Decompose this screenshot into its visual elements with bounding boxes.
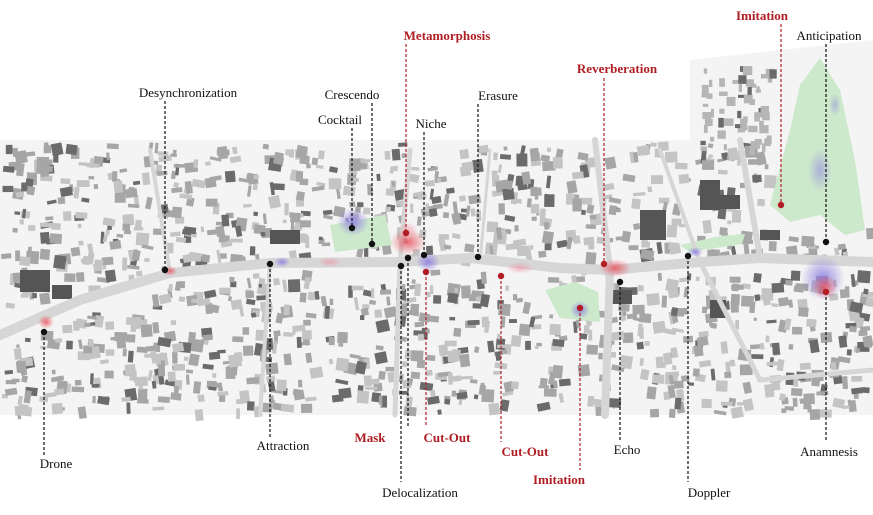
marker-mask xyxy=(404,254,412,262)
label-anticipation: Anticipation xyxy=(797,28,862,43)
marker-cut-out-1 xyxy=(422,268,430,276)
marker-attraction xyxy=(266,260,274,268)
marker-imitation-bottom xyxy=(576,304,584,312)
marker-echo xyxy=(616,278,624,286)
label-doppler: Doppler xyxy=(688,485,731,500)
label-erasure: Erasure xyxy=(478,88,518,103)
label-metamorphosis: Metamorphosis xyxy=(404,28,491,43)
label-drone: Drone xyxy=(40,456,73,471)
label-imitation-bottom: Imitation xyxy=(533,472,586,487)
marker-niche xyxy=(420,251,428,259)
label-anamnesis: Anamnesis xyxy=(800,444,858,459)
labels: Imitation Anticipation Metamorphosis Rev… xyxy=(40,8,862,500)
label-echo: Echo xyxy=(614,442,641,457)
label-mask: Mask xyxy=(354,430,386,445)
leader-lines xyxy=(43,24,827,482)
marker-erasure xyxy=(474,253,482,261)
label-cut-out-2: Cut-Out xyxy=(502,444,550,459)
marker-doppler xyxy=(684,252,692,260)
marker-desynchronization xyxy=(161,266,169,274)
label-attraction: Attraction xyxy=(257,438,310,453)
marker-cut-out-2 xyxy=(497,272,505,280)
marker-reverberation xyxy=(600,260,608,268)
marker-imitation-top xyxy=(777,201,785,209)
marker-anticipation xyxy=(822,238,830,246)
marker-crescendo xyxy=(368,240,376,248)
label-delocalization: Delocalization xyxy=(382,485,458,500)
marker-cocktail xyxy=(348,224,356,232)
label-cocktail: Cocktail xyxy=(318,112,362,127)
label-desynchronization: Desynchronization xyxy=(139,85,238,100)
point-markers xyxy=(40,201,830,336)
label-reverberation: Reverberation xyxy=(577,61,658,76)
marker-delocalization xyxy=(397,262,405,270)
marker-metamorphosis xyxy=(402,229,410,237)
base-map xyxy=(0,40,873,422)
streets xyxy=(0,137,873,419)
marker-anamnesis xyxy=(822,288,830,296)
marker-drone xyxy=(40,328,48,336)
label-imitation-top: Imitation xyxy=(736,8,789,23)
label-crescendo: Crescendo xyxy=(325,87,380,102)
label-cut-out-1: Cut-Out xyxy=(424,430,472,445)
label-niche: Niche xyxy=(415,116,446,131)
